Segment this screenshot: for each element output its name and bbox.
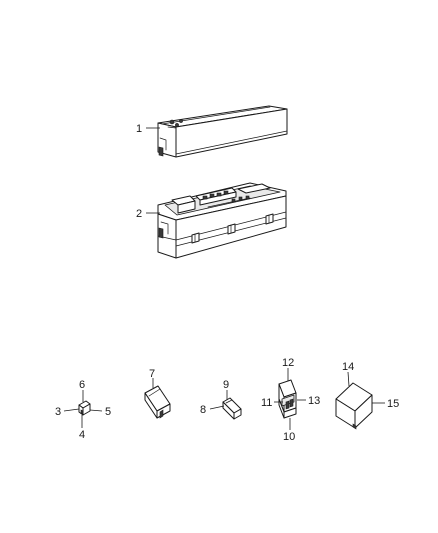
callout-7: 7 [149,368,155,380]
leader-lines [63,127,385,430]
callout-11: 11 [261,397,272,409]
callout-9: 9 [223,379,229,391]
callout-13: 13 [308,395,320,407]
part-2-base[interactable] [157,182,287,259]
callout-2: 2 [136,208,142,220]
callout-4: 4 [79,429,85,441]
part-14-15-cube-relay[interactable] [335,382,373,430]
callout-15: 15 [387,398,399,410]
callout-5: 5 [105,406,111,418]
part-8-9-fuse[interactable] [222,397,242,420]
callout-10: 10 [283,431,295,443]
callout-12: 12 [282,357,294,369]
part-3-6-small-fuse[interactable] [78,400,91,416]
callout-1: 1 [136,123,142,135]
callout-3: 3 [55,406,61,418]
part-7-cartridge-fuse[interactable] [144,385,171,419]
part-10-13-relay[interactable] [278,379,297,419]
callout-8: 8 [200,404,206,416]
callout-6: 6 [79,379,85,391]
callout-labels: 1 2 6 3 5 4 7 9 8 12 11 13 10 14 15 [55,123,399,443]
callout-14: 14 [342,361,354,373]
part-1-cover[interactable] [157,105,288,158]
